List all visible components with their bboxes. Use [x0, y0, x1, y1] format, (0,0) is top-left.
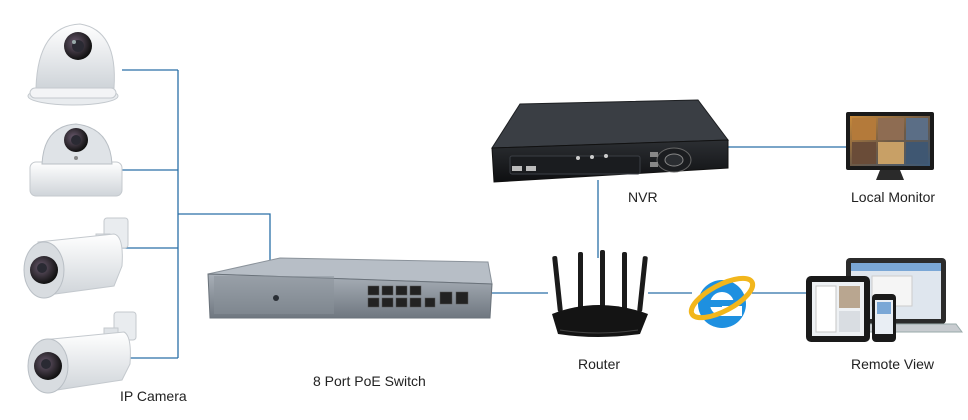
ip-camera-icon — [29, 123, 123, 197]
router-label: Router — [578, 356, 620, 372]
ip-camera-icon — [23, 217, 129, 299]
nvr-icon — [491, 99, 729, 183]
connections — [122, 69, 848, 359]
remote-view-label: Remote View — [851, 356, 935, 372]
ip-camera-icon — [27, 23, 119, 106]
nvr-label: NVR — [628, 189, 658, 205]
ip-camera-icon — [27, 311, 137, 394]
monitor-icon — [846, 112, 934, 180]
poe-switch-label: 8 Port PoE Switch — [313, 373, 426, 389]
devices-icon — [806, 258, 963, 342]
router-icon — [552, 250, 648, 337]
poe-switch-icon — [207, 257, 493, 319]
ip-camera-label: IP Camera — [120, 388, 187, 404]
wire-camera-to-switch — [178, 213, 271, 262]
local-monitor-label: Local Monitor — [851, 189, 935, 205]
internet-explorer-icon — [688, 275, 756, 328]
